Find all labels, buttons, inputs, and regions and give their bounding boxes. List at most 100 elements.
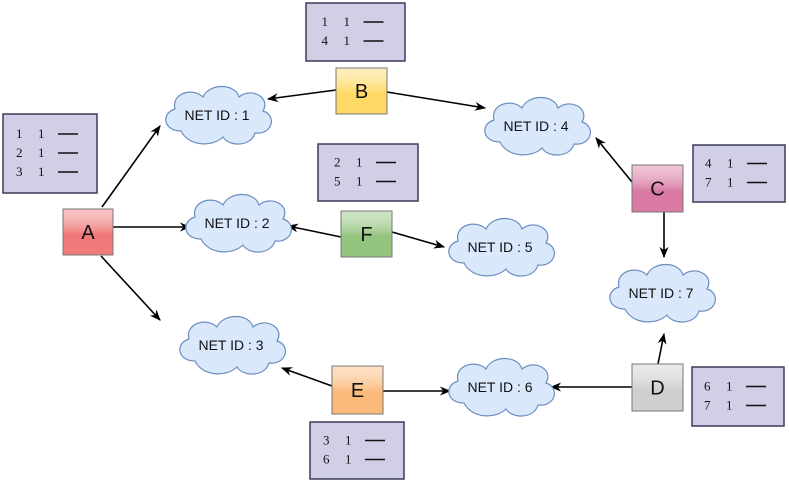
edges-layer (100, 89, 669, 396)
router-label: D (650, 378, 664, 400)
table-net-id: 2 (334, 155, 341, 170)
table-hop-count: 1 (356, 174, 363, 189)
router-box-shading (631, 363, 684, 412)
router-box-shading (62, 208, 114, 256)
table-hop-count: 1 (345, 452, 352, 467)
table-net-id: 6 (323, 452, 330, 467)
router-label: B (355, 81, 368, 103)
table-net-id: 6 (704, 379, 711, 394)
cloud-net4: NET ID : 4 (484, 96, 591, 156)
network-label: NET ID : 2 (204, 215, 269, 231)
table-hop-count: 1 (727, 156, 734, 171)
cloud-icon (185, 193, 292, 253)
edge-a-net3 (100, 255, 161, 321)
nodes-layer: A B C D E F (62, 67, 684, 415)
network-label: NET ID : 4 (503, 118, 568, 134)
network-label: NET ID : 5 (467, 239, 532, 255)
router-label: C (650, 179, 664, 201)
table-box (317, 143, 419, 202)
cloud-net6: NET ID : 6 (448, 357, 555, 417)
edge-c-net4 (595, 137, 633, 183)
cloud-net1: NET ID : 1 (165, 85, 272, 145)
router-d: D (631, 363, 684, 412)
cloud-net5: NET ID : 5 (448, 217, 555, 277)
edge-b-net1 (266, 89, 337, 103)
table-net-id: 5 (334, 174, 341, 189)
edge-f-net5 (391, 231, 446, 249)
table-net-id: 2 (16, 145, 23, 160)
cloud-net2: NET ID : 2 (185, 193, 292, 253)
table-box (2, 113, 98, 194)
network-label: NET ID : 7 (628, 285, 693, 301)
router-label: A (81, 222, 95, 244)
router-box-shading (335, 67, 388, 115)
edge-b-net4 (386, 91, 487, 111)
table-net-id: 3 (323, 433, 330, 448)
edge-a-net1 (101, 125, 161, 208)
router-e: E (331, 365, 384, 415)
router-label: E (351, 380, 364, 402)
table-net-id: 7 (705, 175, 712, 190)
network-label: NET ID : 6 (467, 379, 532, 395)
router-c: C (631, 164, 684, 213)
table-hop-count: 1 (727, 175, 734, 190)
cloud-net7: NET ID : 7 (609, 263, 716, 323)
table-net-id: 4 (705, 156, 712, 171)
network-label: NET ID : 1 (184, 107, 249, 123)
router-box-shading (340, 210, 393, 258)
cloud-icon (484, 96, 591, 156)
table-hop-count: 1 (38, 126, 45, 141)
router-a: A (62, 208, 114, 256)
table-box (309, 421, 405, 480)
cloud-icon (179, 315, 286, 375)
router-f: F (340, 210, 393, 258)
table-hop-count: 1 (726, 379, 733, 394)
router-b: B (335, 67, 388, 115)
edge-d-net7 (657, 332, 667, 365)
table-net-id: 4 (322, 33, 329, 48)
table-hop-count: 1 (345, 433, 352, 448)
table-hop-count: 1 (356, 155, 363, 170)
table-hop-count: 1 (344, 33, 351, 48)
table-box (692, 144, 786, 203)
table-box (691, 366, 785, 427)
clouds-layer: NET ID : 1 NET ID : 2 NET ID : 3 NET ID : 4… (165, 85, 716, 417)
table-net-id: 1 (322, 14, 329, 29)
cloud-icon (165, 85, 272, 145)
cloud-icon (448, 357, 555, 417)
table-hop-count: 1 (38, 164, 45, 179)
network-label: NET ID : 3 (198, 337, 263, 353)
cloud-icon (448, 217, 555, 277)
table-hop-count: 1 (344, 14, 351, 29)
cloud-net3: NET ID : 3 (179, 315, 286, 375)
table-net-id: 7 (704, 398, 711, 413)
edge-f-net2 (286, 223, 342, 238)
table-net-id: 3 (16, 164, 23, 179)
router-box-shading (331, 365, 384, 415)
cloud-icon (609, 263, 716, 323)
router-box-shading (631, 164, 684, 213)
table-net-id: 1 (16, 126, 23, 141)
table-box (305, 2, 406, 62)
table-hop-count: 1 (726, 398, 733, 413)
table-hop-count: 1 (38, 145, 45, 160)
